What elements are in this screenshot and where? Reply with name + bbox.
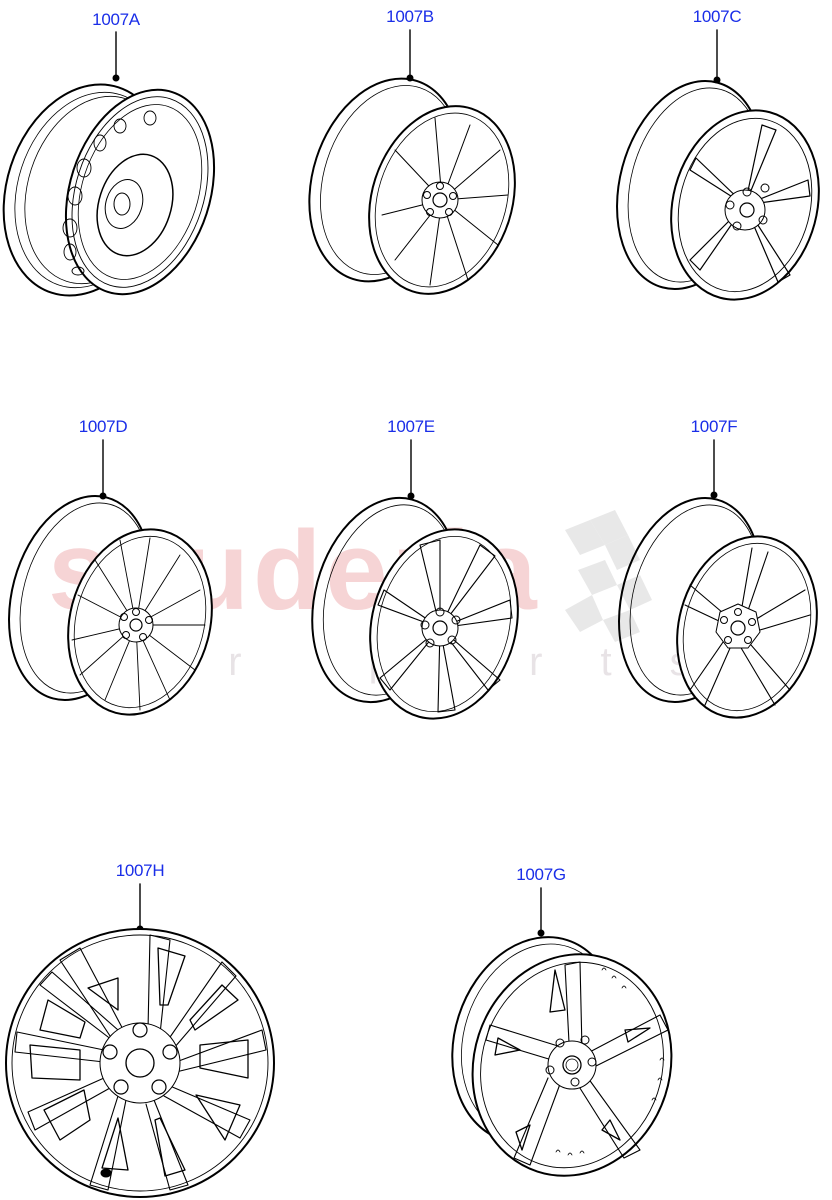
callout-1007E[interactable]: 1007E <box>387 417 435 436</box>
wheel-1007D[interactable] <box>0 439 232 731</box>
checkered-flag-icon <box>565 510 652 642</box>
wheel-1007E[interactable] <box>290 439 538 735</box>
callout-1007C[interactable]: 1007C <box>692 7 742 26</box>
wheel-1007F[interactable] <box>597 439 832 733</box>
wheel-1007H[interactable] <box>5 883 275 1198</box>
callout-1007F[interactable]: 1007F <box>690 417 738 436</box>
callout-1007A[interactable]: 1007A <box>92 10 140 29</box>
wheel-1007G[interactable] <box>426 887 699 1200</box>
callout-1007G[interactable]: 1007G <box>516 865 566 884</box>
callout-1007H[interactable]: 1007H <box>115 861 165 880</box>
callout-1007B[interactable]: 1007B <box>386 7 434 26</box>
wheel-1007B[interactable] <box>284 29 538 313</box>
wheel-1007A[interactable] <box>0 31 239 317</box>
callout-1007D[interactable]: 1007D <box>78 417 128 436</box>
wheel-1007C[interactable] <box>595 29 832 316</box>
